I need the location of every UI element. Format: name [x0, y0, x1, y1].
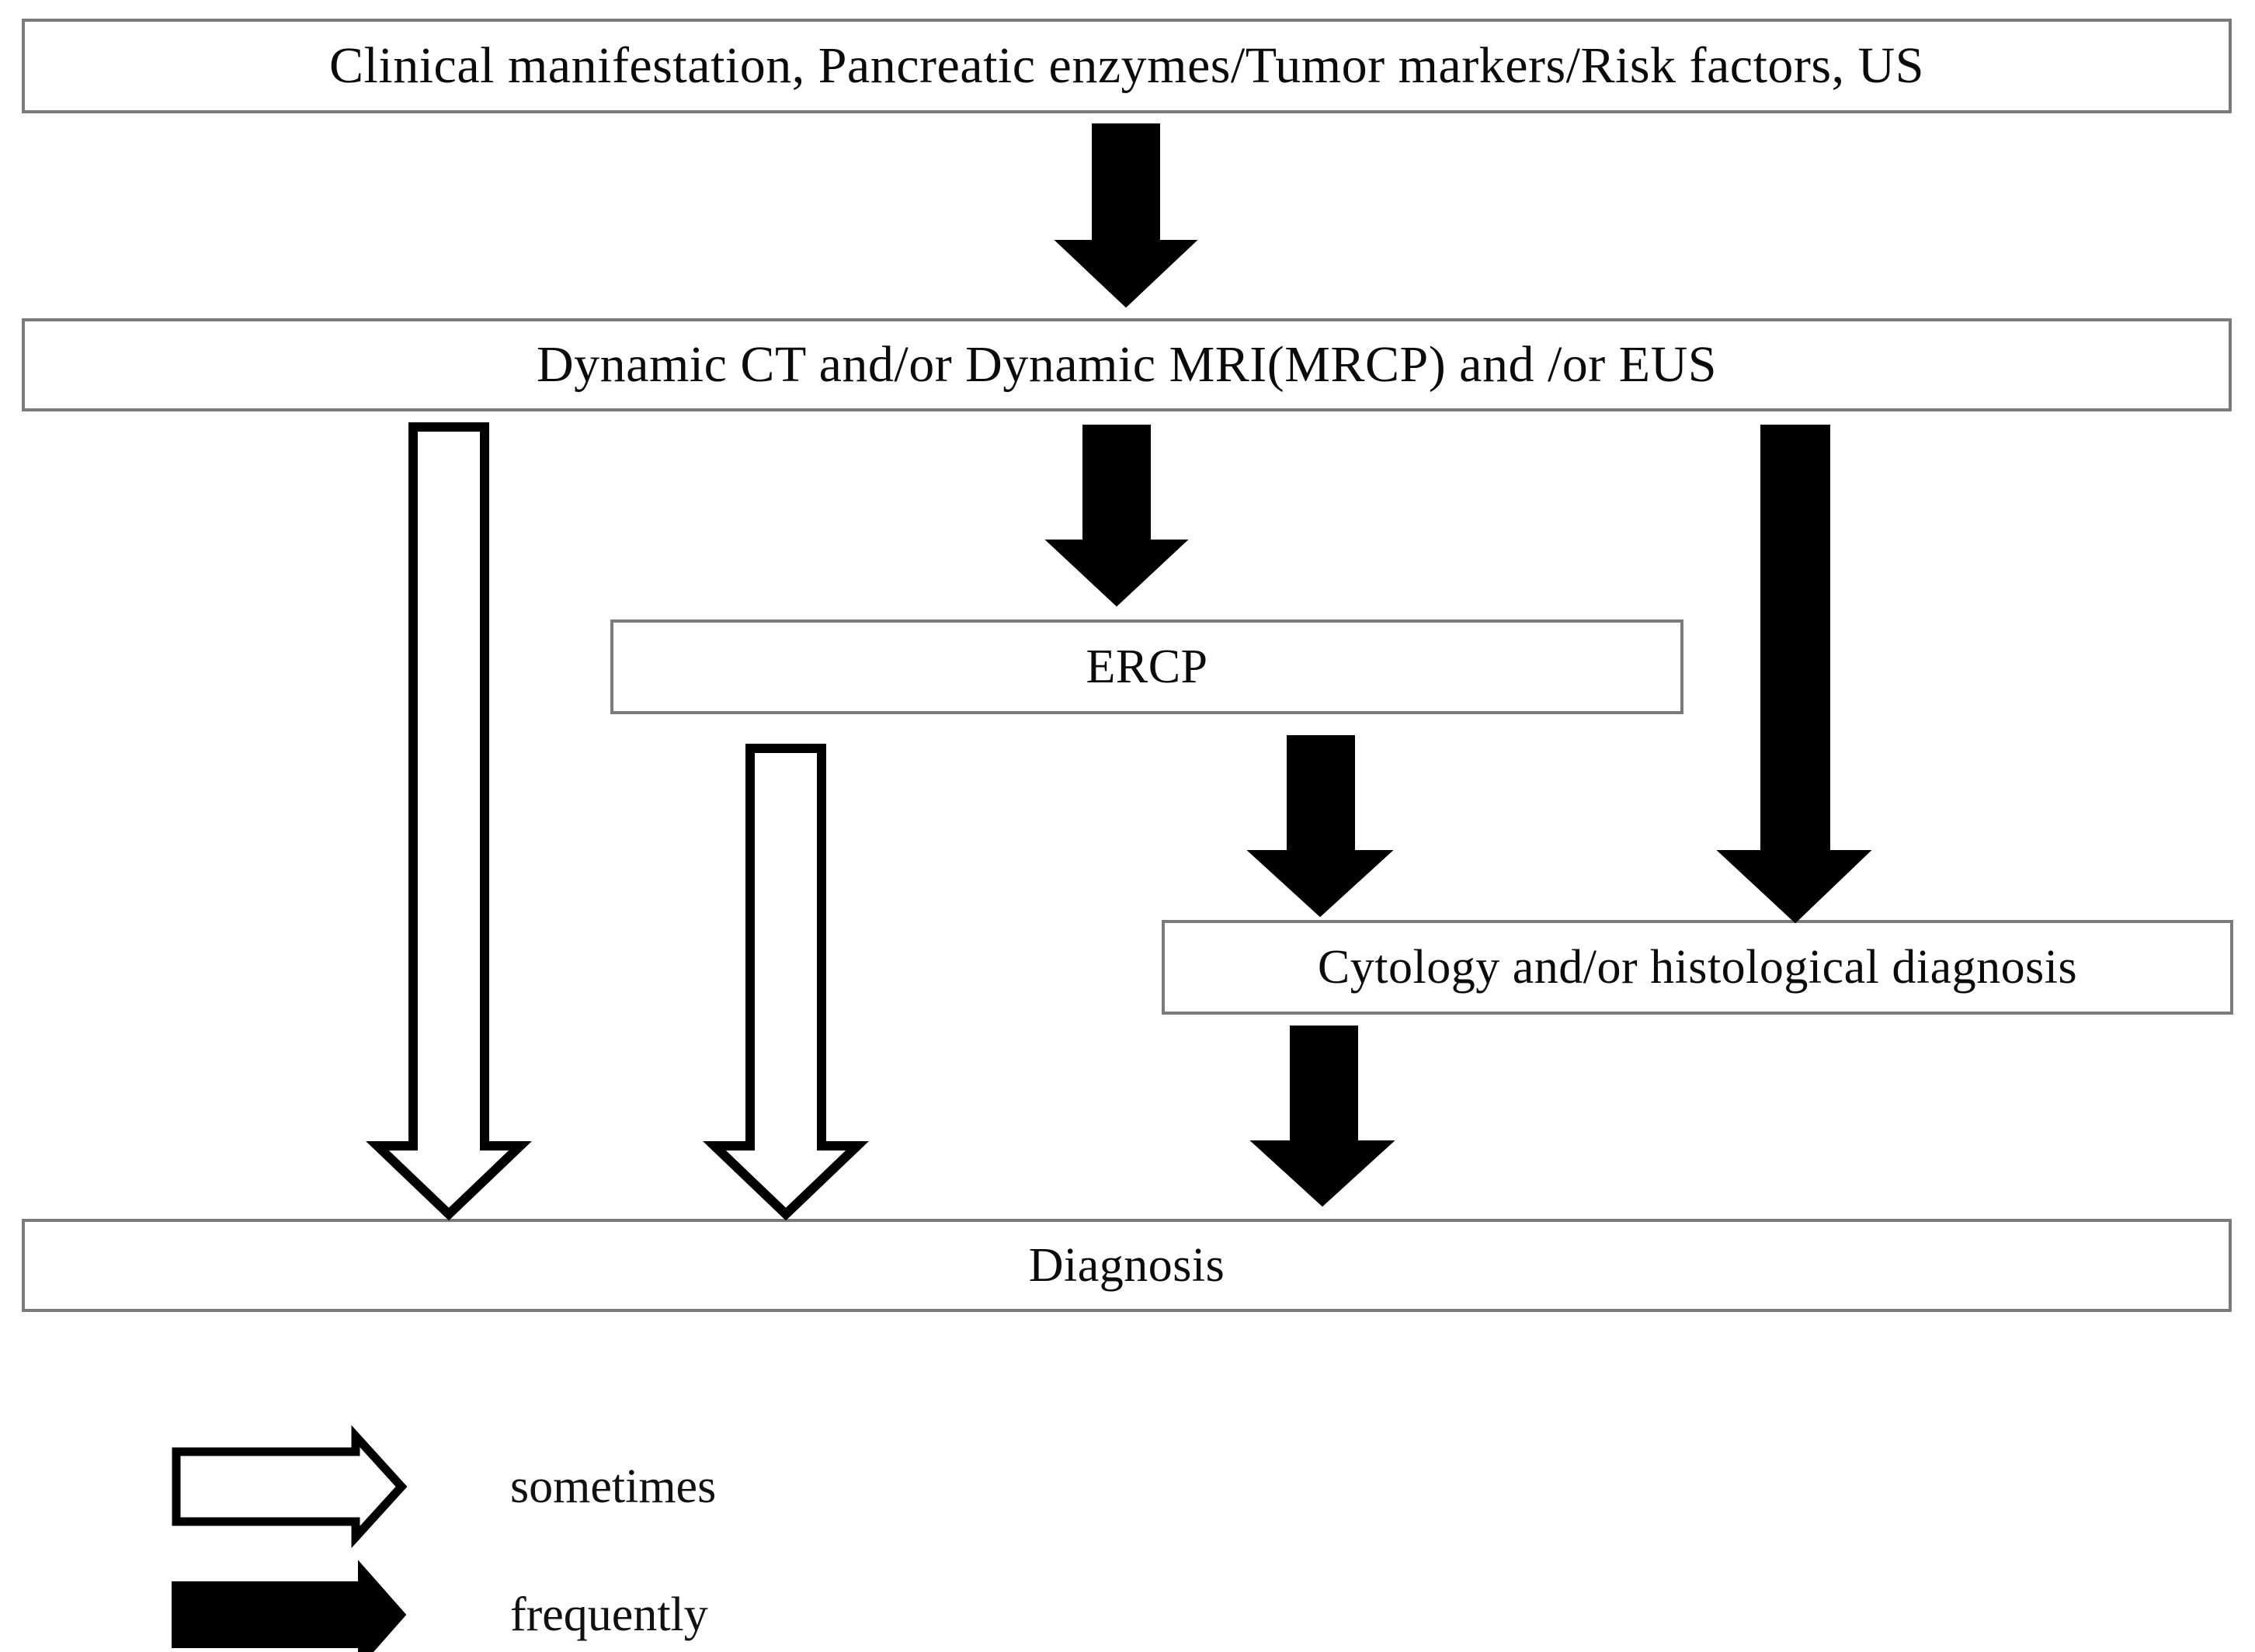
arrow-cytology-to-diagnosis: [1249, 1026, 1395, 1207]
legend-item-sometimes: sometimes: [172, 1425, 717, 1549]
arrow-ercp-to-diagnosis-sometimes: [703, 744, 869, 1221]
node-clinical-manifestation[interactable]: Clinical manifestation, Pancreatic enzym…: [22, 19, 2232, 113]
arrow-dynamic-to-diagnosis-sometimes: [366, 422, 532, 1221]
node-ercp[interactable]: ERCP: [610, 620, 1683, 714]
node-cytology-histology-label: Cytology and/or histological diagnosis: [1317, 940, 2078, 994]
node-diagnosis[interactable]: Diagnosis: [22, 1219, 2232, 1312]
node-cytology-histology[interactable]: Cytology and/or histological diagnosis: [1162, 920, 2233, 1015]
legend-item-frequently: frequently: [172, 1560, 708, 1652]
arrow-dynamic-to-ercp: [1044, 425, 1189, 607]
arrow-clinical-to-dynamic: [1054, 123, 1198, 308]
legend-sometimes-arrow-icon: [172, 1425, 408, 1549]
node-clinical-manifestation-label: Clinical manifestation, Pancreatic enzym…: [329, 37, 1924, 94]
arrow-dynamic-to-cytology: [1716, 425, 1872, 924]
legend-frequently-label: frequently: [510, 1588, 708, 1641]
legend-sometimes-label: sometimes: [510, 1459, 717, 1513]
node-ercp-label: ERCP: [1086, 640, 1208, 693]
node-dynamic-imaging-label: Dynamic CT and/or Dynamic MRI(MRCP) and …: [537, 336, 1717, 393]
legend-frequently-arrow-icon: [172, 1560, 407, 1652]
arrow-ercp-to-cytology: [1246, 735, 1394, 918]
node-diagnosis-label: Diagnosis: [1028, 1238, 1225, 1292]
node-dynamic-imaging[interactable]: Dynamic CT and/or Dynamic MRI(MRCP) and …: [22, 318, 2232, 411]
